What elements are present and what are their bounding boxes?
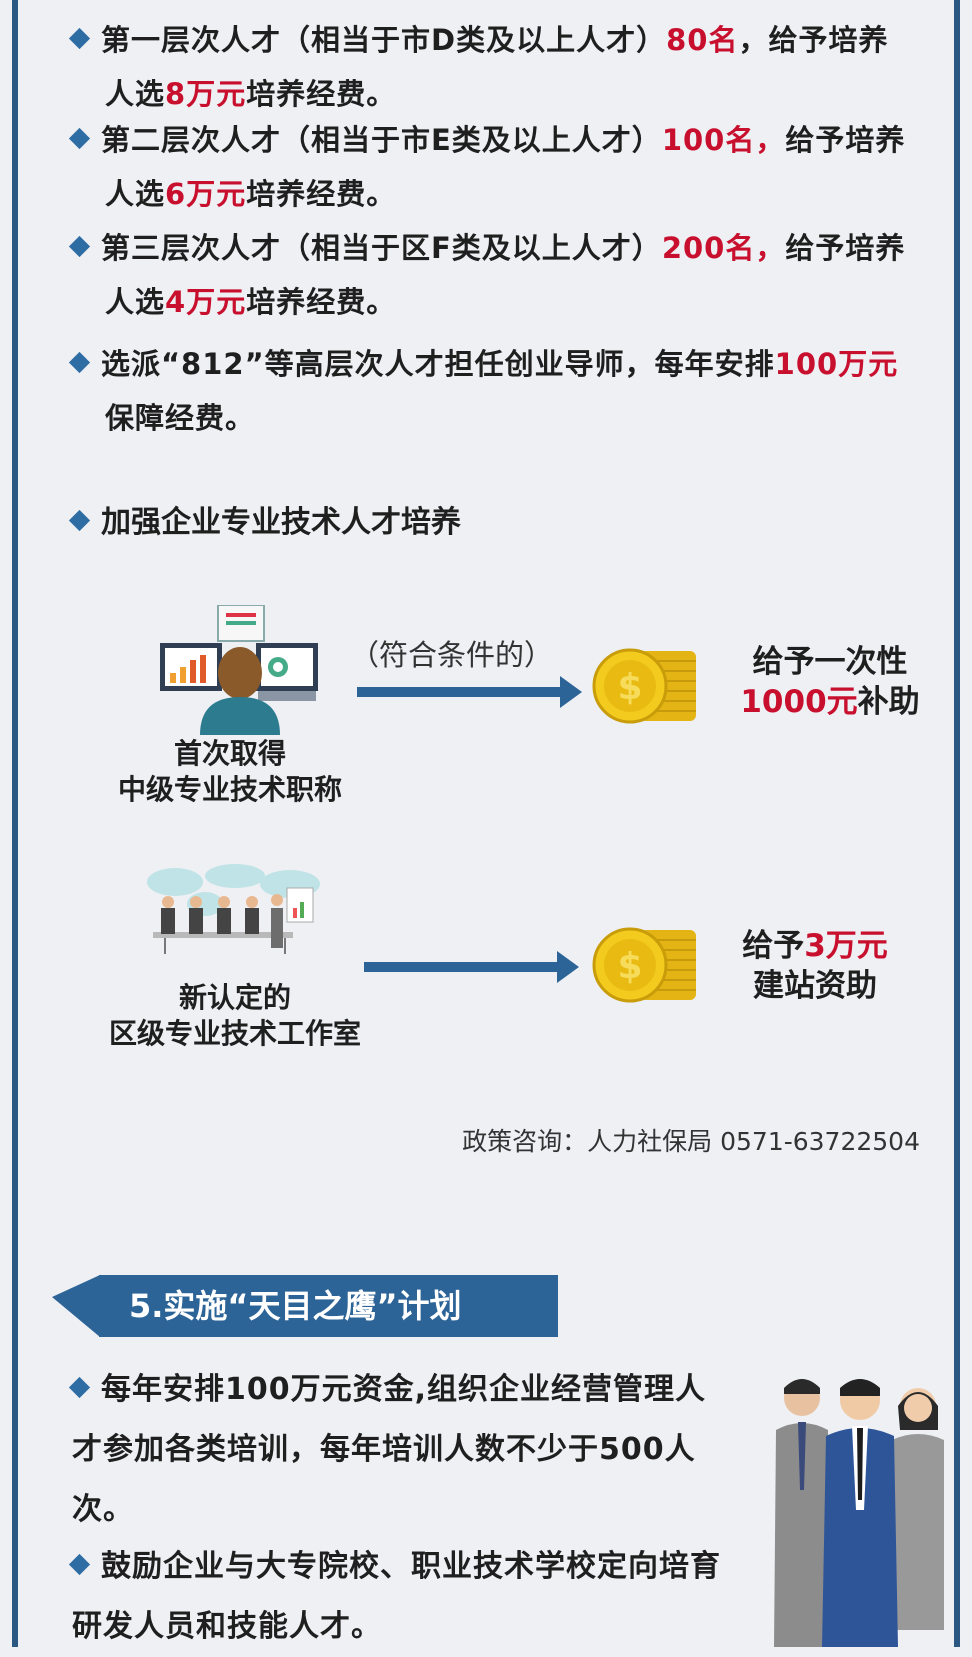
gold-coins-icon: $ bbox=[592, 927, 696, 1003]
left-frame-border bbox=[12, 0, 18, 1647]
meeting-team-illustration bbox=[147, 864, 320, 954]
bullet-tier-2: 第二层次人才（相当于市E类及以上人才）100名，给予培养 人选6万元培养经费。 bbox=[68, 113, 922, 221]
item1-reward: 给予一次性 1000元补助 bbox=[740, 644, 920, 720]
arrow-right-icon bbox=[364, 951, 579, 983]
item1-caption: 首次取得 中级专业技术职称 bbox=[117, 737, 342, 806]
svg-text:$: $ bbox=[617, 946, 642, 987]
arrow-right-icon bbox=[357, 676, 582, 708]
diamond-bullet-icon bbox=[68, 1376, 91, 1399]
diamond-bullet-icon bbox=[68, 509, 91, 532]
bullet-mentor: 选派“812”等高层次人才担任创业导师，每年安排100万元 保障经费。 bbox=[68, 337, 922, 445]
policy-contact: 政策咨询：人力社保局 0571-63722504 bbox=[462, 1127, 920, 1156]
item2-reward: 给予3万元 建站资助 bbox=[742, 928, 888, 1004]
diamond-bullet-icon bbox=[68, 27, 91, 50]
item2-caption: 新认定的 区级专业技术工作室 bbox=[108, 981, 361, 1050]
diamond-bullet-icon bbox=[68, 235, 91, 258]
svg-text:$: $ bbox=[617, 667, 642, 708]
paragraph-cooperation: 鼓励企业与大专院校、职业技术学校定向培育研发人员和技能人才。 bbox=[68, 1537, 732, 1657]
section-title: 加强企业专业技术人才培养 bbox=[68, 497, 461, 541]
banner-tail-icon bbox=[52, 1275, 100, 1337]
business-people-illustration bbox=[774, 1379, 944, 1647]
paragraph-training: 每年安排100万元资金,组织企业经营管理人才参加各类培训，每年培训人数不少于50… bbox=[68, 1360, 732, 1540]
section-banner: 5.实施“天目之鹰”计划 bbox=[99, 1275, 558, 1337]
condition-label: （符合条件的） bbox=[350, 638, 554, 672]
diamond-bullet-icon bbox=[68, 127, 91, 150]
gold-coins-icon: $ bbox=[592, 648, 696, 724]
diamond-bullet-icon bbox=[68, 1553, 91, 1576]
person-computer-illustration bbox=[160, 605, 318, 735]
bullet-tier-1: 第一层次人才（相当于市D类及以上人才）80名，给予培养 人选8万元培养经费。 bbox=[68, 13, 922, 121]
right-frame-border bbox=[954, 0, 960, 1647]
diamond-bullet-icon bbox=[68, 351, 91, 374]
bullet-tier-3: 第三层次人才（相当于区F类及以上人才）200名，给予培养 人选4万元培养经费。 bbox=[68, 221, 922, 329]
